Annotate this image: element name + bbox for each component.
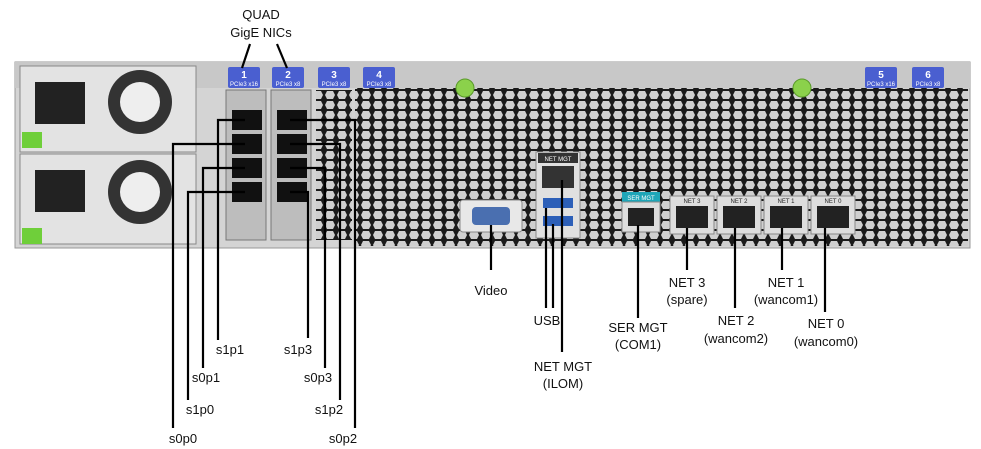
power-supply-1 bbox=[19, 65, 197, 153]
label-net1-sub: (wancom1) bbox=[754, 292, 818, 307]
label-s0p2: s0p2 bbox=[329, 431, 357, 446]
label-net-mgt-sub: (ILOM) bbox=[543, 376, 583, 391]
label-usb: USB bbox=[534, 313, 561, 328]
label-video: Video bbox=[474, 283, 507, 298]
net1-port: NET 1 bbox=[763, 195, 809, 235]
title-line1: QUAD bbox=[242, 7, 280, 22]
svg-text:NET 0: NET 0 bbox=[825, 199, 843, 205]
pcie-card-1 bbox=[225, 89, 267, 241]
video-port bbox=[459, 199, 523, 233]
label-s0p0: s0p0 bbox=[169, 431, 197, 446]
label-net-mgt: NET MGT bbox=[534, 359, 592, 374]
svg-text:2: 2 bbox=[285, 70, 291, 81]
svg-text:PCIe3 x8: PCIe3 x8 bbox=[367, 82, 392, 88]
ser-mgt-port: SER MGT bbox=[621, 192, 661, 233]
label-net3: NET 3 bbox=[669, 275, 706, 290]
svg-text:PCIe3 x16: PCIe3 x16 bbox=[230, 82, 259, 88]
svg-text:SER MGT: SER MGT bbox=[627, 196, 655, 202]
callout-wires bbox=[171, 43, 827, 428]
title-line2: GigE NICs bbox=[230, 25, 292, 40]
label-s1p3: s1p3 bbox=[284, 342, 312, 357]
label-s1p2: s1p2 bbox=[315, 402, 343, 417]
net0-port: NET 0 bbox=[810, 195, 856, 235]
svg-text:PCIe3 x8: PCIe3 x8 bbox=[916, 82, 941, 88]
svg-text:NET 3: NET 3 bbox=[684, 199, 702, 205]
svg-text:5: 5 bbox=[878, 70, 884, 81]
label-net1: NET 1 bbox=[768, 275, 805, 290]
svg-text:1: 1 bbox=[241, 70, 247, 81]
net-mgt-usb-block: NET MGT bbox=[535, 151, 581, 239]
label-net0: NET 0 bbox=[808, 316, 845, 331]
pcie-card-2 bbox=[270, 89, 312, 241]
svg-text:PCIe3 x16: PCIe3 x16 bbox=[867, 82, 896, 88]
svg-text:6: 6 bbox=[925, 70, 931, 81]
screw-icon bbox=[792, 78, 812, 98]
net2-port: NET 2 bbox=[716, 195, 762, 235]
label-s1p1: s1p1 bbox=[216, 342, 244, 357]
net3-port: NET 3 bbox=[669, 195, 715, 235]
label-net0-sub: (wancom0) bbox=[794, 334, 858, 349]
svg-text:4: 4 bbox=[376, 70, 382, 81]
svg-text:PCIe3 x8: PCIe3 x8 bbox=[276, 82, 301, 88]
label-ser-mgt-sub: (COM1) bbox=[615, 337, 661, 352]
svg-text:NET 2: NET 2 bbox=[731, 199, 749, 205]
label-net3-sub: (spare) bbox=[666, 292, 707, 307]
power-supply-2 bbox=[19, 153, 197, 245]
svg-text:3: 3 bbox=[331, 70, 337, 81]
screw-icon bbox=[455, 78, 475, 98]
label-s0p1: s0p1 bbox=[192, 370, 220, 385]
pcie-slot-3-filler bbox=[316, 90, 352, 240]
label-net2-sub: (wancom2) bbox=[704, 331, 768, 346]
svg-text:NET MGT: NET MGT bbox=[545, 157, 572, 163]
label-ser-mgt: SER MGT bbox=[608, 320, 667, 335]
svg-text:NET 1: NET 1 bbox=[778, 199, 796, 205]
label-s0p3: s0p3 bbox=[304, 370, 332, 385]
label-net2: NET 2 bbox=[718, 313, 755, 328]
label-s1p0: s1p0 bbox=[186, 402, 214, 417]
svg-text:PCIe3 x8: PCIe3 x8 bbox=[322, 82, 347, 88]
